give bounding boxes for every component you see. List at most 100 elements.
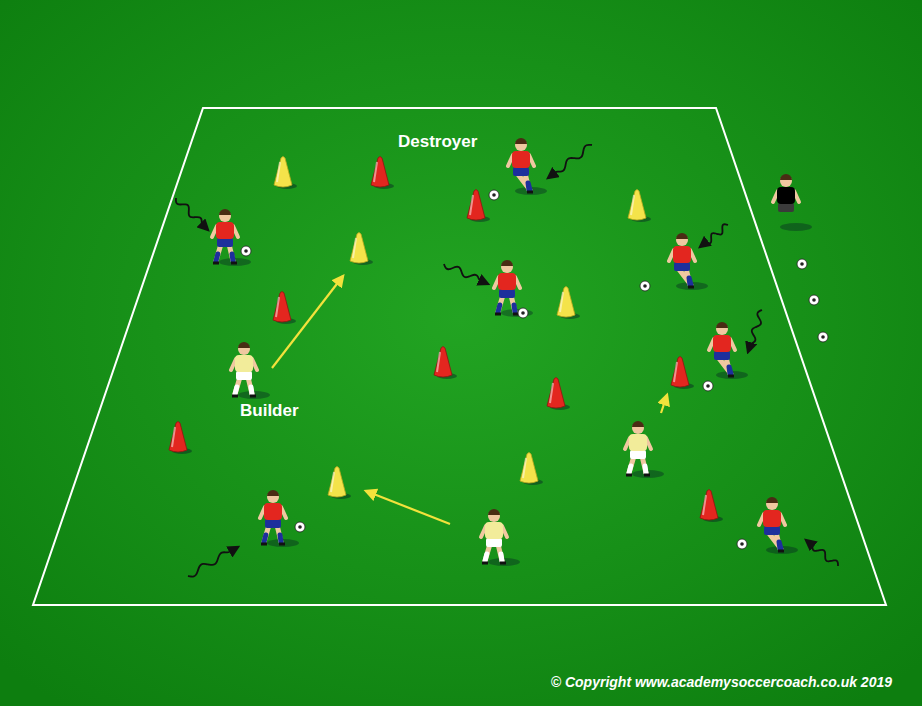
player-head: [515, 139, 527, 151]
player-shorts: [674, 262, 690, 271]
player: [231, 342, 270, 399]
player-hair: [766, 497, 778, 503]
player-hair: [515, 138, 527, 144]
player-boots: [482, 562, 506, 565]
cone-shine: [674, 362, 677, 382]
player-head: [766, 498, 778, 510]
dribble-arrow: [188, 547, 238, 577]
player: [709, 322, 748, 379]
pitch-outline: [33, 108, 886, 605]
cone-body: [274, 157, 292, 188]
player-head: [267, 491, 279, 503]
player-head: [238, 343, 250, 355]
cone-body: [520, 453, 538, 484]
ball-patch: [521, 311, 525, 315]
player-head: [501, 261, 513, 273]
soccer-ball: [809, 295, 819, 305]
player-boots: [495, 313, 519, 316]
player-head: [488, 510, 500, 522]
player-boots: [232, 395, 256, 398]
player-shirt: [512, 151, 530, 168]
player-head: [676, 234, 688, 246]
dribble-arrow: [700, 224, 728, 247]
player-socks: [629, 466, 646, 473]
ball-patch: [812, 298, 816, 302]
soccer-ball: [295, 522, 305, 532]
ball-patch: [244, 249, 248, 253]
player-shorts: [714, 351, 730, 360]
cone-body: [700, 490, 718, 521]
player-shorts: [217, 238, 233, 247]
run-arrow: [366, 491, 450, 524]
player-head: [716, 323, 728, 335]
player-shorts: [764, 526, 780, 535]
player-head: [632, 422, 644, 434]
cone: [520, 453, 543, 486]
player-shirt: [673, 246, 691, 263]
player-shorts: [486, 538, 502, 547]
player-hair: [716, 322, 728, 328]
player-hair: [219, 209, 231, 215]
player: [759, 497, 798, 554]
player-socks: [528, 183, 530, 190]
ball-patch: [800, 262, 804, 266]
player-head: [780, 175, 792, 187]
player-shirt: [498, 273, 516, 290]
ball-body: [640, 281, 650, 291]
cone: [169, 422, 192, 455]
player-shirt: [777, 187, 795, 204]
player-shirt: [216, 222, 234, 239]
dribble-arrow: [444, 264, 488, 284]
soccer-ball: [737, 539, 747, 549]
player-shirt: [264, 503, 282, 520]
soccer-ball: [703, 381, 713, 391]
ball-body: [797, 259, 807, 269]
player-socks: [729, 367, 731, 374]
ball-body: [737, 539, 747, 549]
cone: [700, 490, 723, 523]
cone-shine: [172, 427, 175, 447]
dribble-arrow: [176, 198, 208, 230]
dribble-arrow: [748, 310, 762, 352]
cone-body: [328, 467, 346, 498]
player-role-label: Destroyer: [398, 132, 477, 152]
cone: [557, 287, 580, 320]
player: [669, 233, 708, 290]
ball-patch: [706, 384, 710, 388]
ball-patch: [643, 284, 647, 288]
player-shirt: [485, 522, 503, 539]
cone-shine: [550, 383, 553, 403]
cone-shine: [277, 162, 280, 182]
player-socks: [216, 254, 233, 261]
cone-body: [350, 233, 368, 264]
cone-body: [273, 292, 291, 323]
player-shirt: [713, 335, 731, 352]
ball-body: [818, 332, 828, 342]
soccer-ball: [818, 332, 828, 342]
cone-shine: [523, 458, 526, 478]
player-hair: [488, 509, 500, 515]
dribble-arrow: [548, 145, 592, 178]
cone: [467, 190, 490, 223]
dribble-arrow: [806, 540, 838, 566]
ball-body: [809, 295, 819, 305]
player: [481, 509, 520, 566]
player-shirt: [235, 355, 253, 372]
player: [508, 138, 547, 195]
run-arrow: [661, 395, 667, 413]
ball-body: [295, 522, 305, 532]
ball-patch: [298, 525, 302, 529]
cone: [628, 190, 651, 223]
cone: [350, 233, 373, 266]
player-hair: [676, 233, 688, 239]
player-boots: [261, 543, 285, 546]
ball-patch: [821, 335, 825, 339]
player-socks: [264, 535, 281, 542]
cone-shine: [374, 162, 377, 182]
player-role-label: Builder: [240, 401, 299, 421]
player-boots: [728, 375, 734, 378]
cone: [328, 467, 351, 500]
cone-body: [671, 357, 689, 388]
cone: [671, 357, 694, 390]
player-shorts: [513, 167, 529, 176]
